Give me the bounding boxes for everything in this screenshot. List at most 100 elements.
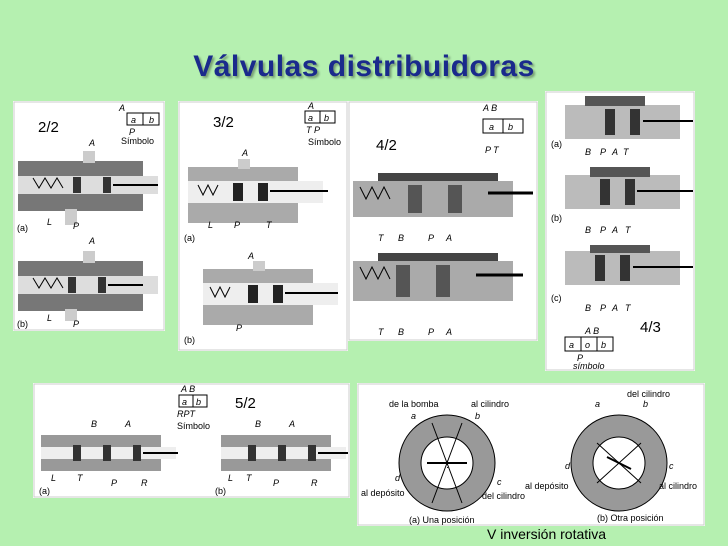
svg-text:A: A [241,148,248,158]
svg-text:(a): (a) [551,139,562,149]
svg-text:B: B [585,225,591,235]
svg-text:A: A [88,236,95,246]
svg-text:al cilindro: al cilindro [659,481,697,491]
svg-text:B: B [91,419,97,429]
svg-text:L: L [228,473,233,483]
svg-text:P: P [600,303,606,313]
svg-text:A: A [611,147,618,157]
svg-text:b: b [149,115,154,125]
svg-text:P: P [73,319,79,329]
svg-text:P: P [600,147,606,157]
svg-text:P T: P T [485,145,500,155]
svg-text:a: a [595,399,600,409]
svg-text:P: P [428,233,434,243]
svg-text:o: o [585,340,590,350]
valve-5-2-label: 5/2 [235,395,256,412]
svg-text:del cilindro: del cilindro [482,491,525,501]
svg-text:T: T [266,220,273,230]
svg-text:T: T [77,473,84,483]
svg-text:(c): (c) [551,293,562,303]
svg-text:B: B [398,233,404,243]
svg-text:b: b [475,411,480,421]
svg-text:T: T [378,327,385,337]
svg-text:A B: A B [584,326,599,336]
svg-text:b: b [196,397,201,407]
svg-text:c: c [669,461,674,471]
svg-text:T: T [246,473,253,483]
valve-4-2-label: 4/2 [376,137,397,154]
svg-text:⋮: ⋮ [443,459,452,469]
svg-text:P: P [577,353,583,363]
svg-text:P: P [273,478,279,488]
svg-text:a: a [489,122,494,132]
svg-text:A B: A B [180,384,195,394]
valve-4-2-panel: A B a b P T T B P A T B P A 4/2 [348,101,538,341]
svg-text:A: A [611,303,618,313]
svg-text:R: R [141,478,148,488]
svg-text:T: T [623,147,630,157]
svg-text:L: L [208,220,213,230]
svg-text:A: A [118,103,125,113]
svg-text:P: P [234,220,240,230]
svg-text:B: B [585,303,591,313]
valve-4-3-label: 4/3 [640,319,661,336]
svg-text:a: a [131,115,136,125]
valve-3-2-diagram: A a b T P Símbolo A L P T (a) A P (b) [178,101,348,351]
svg-text:RPT: RPT [177,409,197,419]
svg-text:P: P [236,323,242,333]
svg-text:A: A [88,138,95,148]
svg-text:a: a [182,397,187,407]
svg-text:d: d [565,461,571,471]
svg-text:A B: A B [482,103,497,113]
svg-text:d: d [395,473,401,483]
svg-text:T: T [378,233,385,243]
svg-text:símbolo: símbolo [573,361,605,371]
svg-text:A: A [307,101,314,111]
svg-text:P: P [428,327,434,337]
svg-text:A: A [445,327,452,337]
svg-text:A: A [445,233,452,243]
svg-text:A: A [288,419,295,429]
rotary-valve-caption: V inversión rotativa [487,526,607,542]
svg-text:A: A [247,251,254,261]
svg-text:a: a [569,340,574,350]
svg-text:A: A [124,419,131,429]
svg-text:B: B [585,147,591,157]
valve-2-2-label: 2/2 [38,119,59,136]
svg-text:al depósito: al depósito [361,488,405,498]
svg-text:A: A [611,225,618,235]
svg-text:Símbolo: Símbolo [308,137,341,147]
svg-text:R: R [311,478,318,488]
svg-text:(b): (b) [184,335,195,345]
svg-text:T: T [625,303,632,313]
svg-text:P: P [73,221,79,231]
svg-text:(a): (a) [184,233,195,243]
svg-text:P: P [111,478,117,488]
svg-text:L: L [51,473,56,483]
svg-text:(b): (b) [215,486,226,496]
svg-text:b: b [508,122,513,132]
valve-3-2-label: 3/2 [213,114,234,131]
svg-text:(a): (a) [39,486,50,496]
svg-text:b: b [643,399,648,409]
page-title: Válvulas distribuidoras [193,50,535,83]
svg-text:a: a [308,113,313,123]
svg-text:b: b [324,113,329,123]
svg-text:c: c [497,477,502,487]
svg-text:(a) Una posición: (a) Una posición [409,515,475,525]
svg-text:Símbolo: Símbolo [177,421,210,431]
svg-text:Símbolo: Símbolo [121,136,154,146]
svg-text:B: B [398,327,404,337]
svg-text:a: a [411,411,416,421]
svg-text:(b) Otra posición: (b) Otra posición [597,513,664,523]
svg-text:de la bomba: de la bomba [389,399,439,409]
svg-text:B: B [255,419,261,429]
svg-text:P: P [129,127,135,137]
svg-text:L: L [47,217,52,227]
svg-text:T P: T P [306,125,320,135]
svg-text:b: b [601,340,606,350]
